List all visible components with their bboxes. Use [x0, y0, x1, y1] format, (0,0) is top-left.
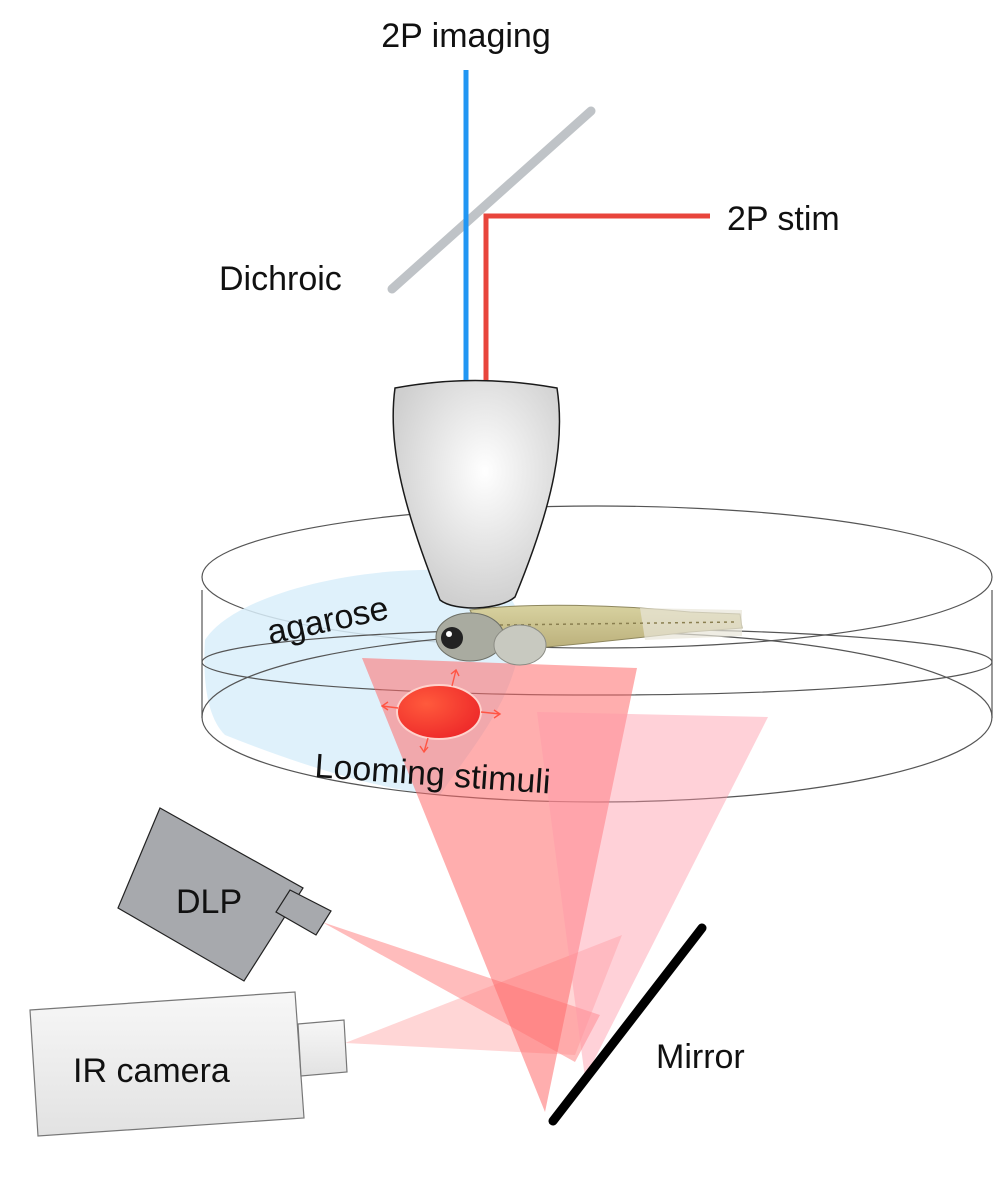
dlp-projector — [117, 807, 332, 982]
label-2p-imaging: 2P imaging — [381, 17, 551, 55]
looming-stimulus — [380, 668, 502, 754]
ir-camera — [29, 991, 348, 1137]
mirror — [548, 923, 707, 1126]
label-mirror: Mirror — [656, 1038, 745, 1076]
stim-beam — [483, 213, 710, 380]
zebrafish — [435, 604, 743, 666]
label-dlp: DLP — [176, 883, 242, 921]
label-ir-camera: IR camera — [73, 1052, 230, 1090]
dichroic-mirror — [387, 106, 596, 294]
dish-top-rim — [201, 505, 993, 649]
stimulus-cone — [362, 658, 637, 1112]
label-2p-stim: 2P stim — [727, 200, 840, 238]
objective-lens — [392, 379, 561, 609]
fish-eye — [441, 627, 463, 649]
reflected-cone — [537, 712, 768, 1078]
label-dichroic: Dichroic — [219, 260, 342, 298]
